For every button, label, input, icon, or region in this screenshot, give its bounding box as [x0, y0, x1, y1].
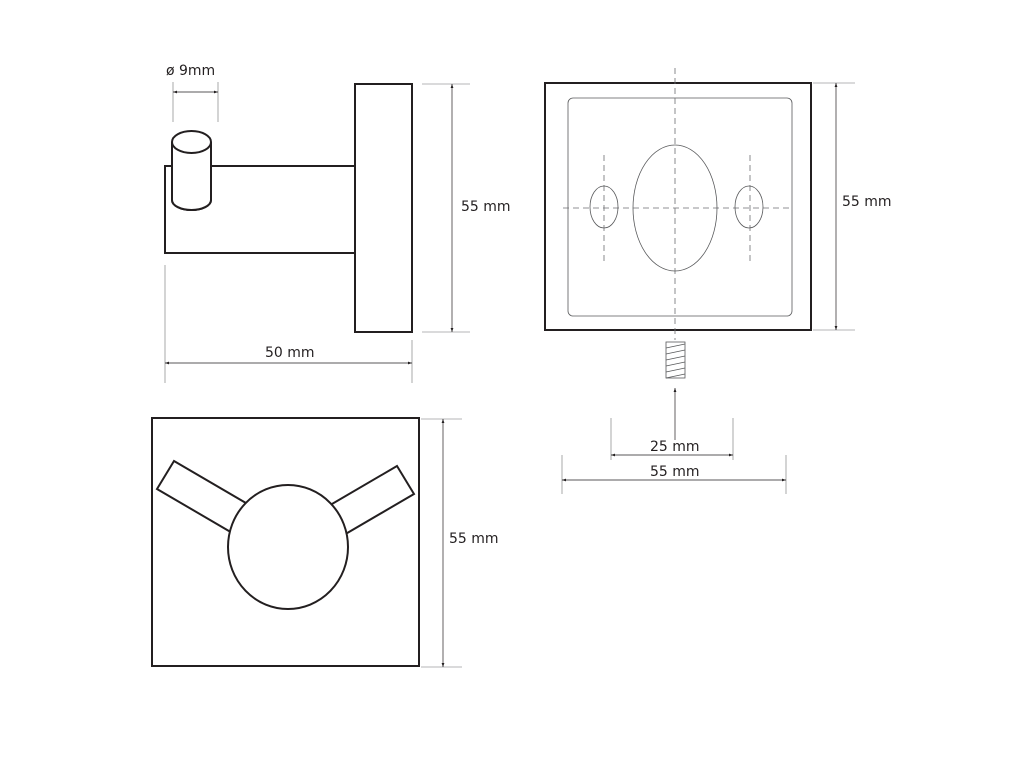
mounting-screw [665, 341, 686, 379]
wall-plate-side [354, 83, 413, 333]
back-plate-inner [567, 97, 793, 317]
right-screw-hole [734, 185, 764, 229]
hole-spacing-label: 25 mm [650, 439, 700, 455]
hook-pin [171, 130, 212, 211]
depth-label: 50 mm [265, 345, 315, 361]
back-height-dimension: 55 mm [813, 82, 892, 331]
diameter-label: ø 9mm [166, 63, 215, 79]
diameter-dimension: ø 9mm [166, 63, 219, 122]
front-height-label: 55 mm [449, 531, 499, 547]
center-disc [227, 484, 349, 610]
side-height-dimension: 55 mm [422, 83, 511, 333]
hole-spacing-dimension: 25 mm [610, 418, 734, 460]
depth-dimension: 50 mm [164, 265, 413, 383]
side-view: ø 9mm 55 mm 50 mm [164, 63, 511, 383]
back-plate-outer [544, 82, 812, 331]
front-view: 55 mm [151, 417, 499, 668]
front-height-dimension: 55 mm [421, 418, 499, 668]
back-view: 55 mm 25 mm 55 mm [544, 68, 892, 494]
left-screw-hole [589, 185, 619, 229]
back-width-dimension: 55 mm [561, 455, 787, 494]
back-height-label: 55 mm [842, 194, 892, 210]
back-width-label: 55 mm [650, 464, 700, 480]
center-mount-hole [632, 144, 718, 272]
side-height-label: 55 mm [461, 199, 511, 215]
